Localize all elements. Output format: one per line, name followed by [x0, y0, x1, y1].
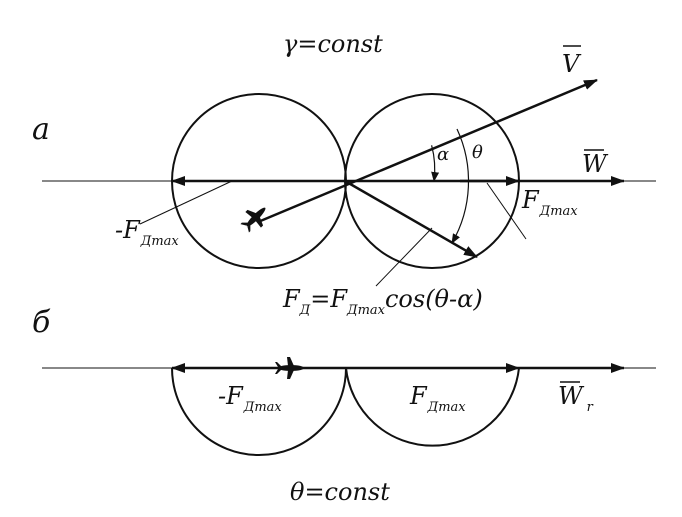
angle-theta-label: θ	[472, 142, 483, 163]
force-max-left-label: -FДmax	[115, 216, 179, 249]
semicircle-left-b	[171, 367, 347, 456]
leader-force-max-left	[139, 180, 233, 225]
semicircle-right-b	[345, 367, 520, 447]
force-d-arrow	[344, 179, 478, 259]
gamma-const-label: γ=const	[283, 30, 383, 58]
angle-alpha-arc	[431, 145, 440, 182]
force-max-right-label-b: FДmax	[409, 382, 466, 415]
vector-v-label: V	[562, 50, 582, 78]
angle-theta-arc	[451, 128, 470, 244]
leader-formula	[375, 227, 433, 287]
part-a: а γ=const V W α θ FДmax -FДmax FД=FДmaxc…	[32, 30, 656, 318]
vector-v-arrow	[257, 78, 598, 224]
part-a-label: а	[32, 112, 50, 147]
part-b-label: б	[32, 305, 51, 340]
vector-w-label: W	[582, 150, 609, 178]
force-max-right-label: FДmax	[521, 186, 578, 219]
angle-alpha-label: α	[437, 144, 449, 165]
airplane-icon-b	[275, 357, 304, 379]
airplane-icon	[240, 207, 266, 233]
theta-const-label: θ=const	[290, 478, 390, 506]
force-max-left-label-b: -FДmax	[218, 382, 282, 415]
leader-force-max-right	[486, 182, 527, 240]
formula-label: FД=FДmaxcos(θ-α)	[282, 285, 483, 318]
